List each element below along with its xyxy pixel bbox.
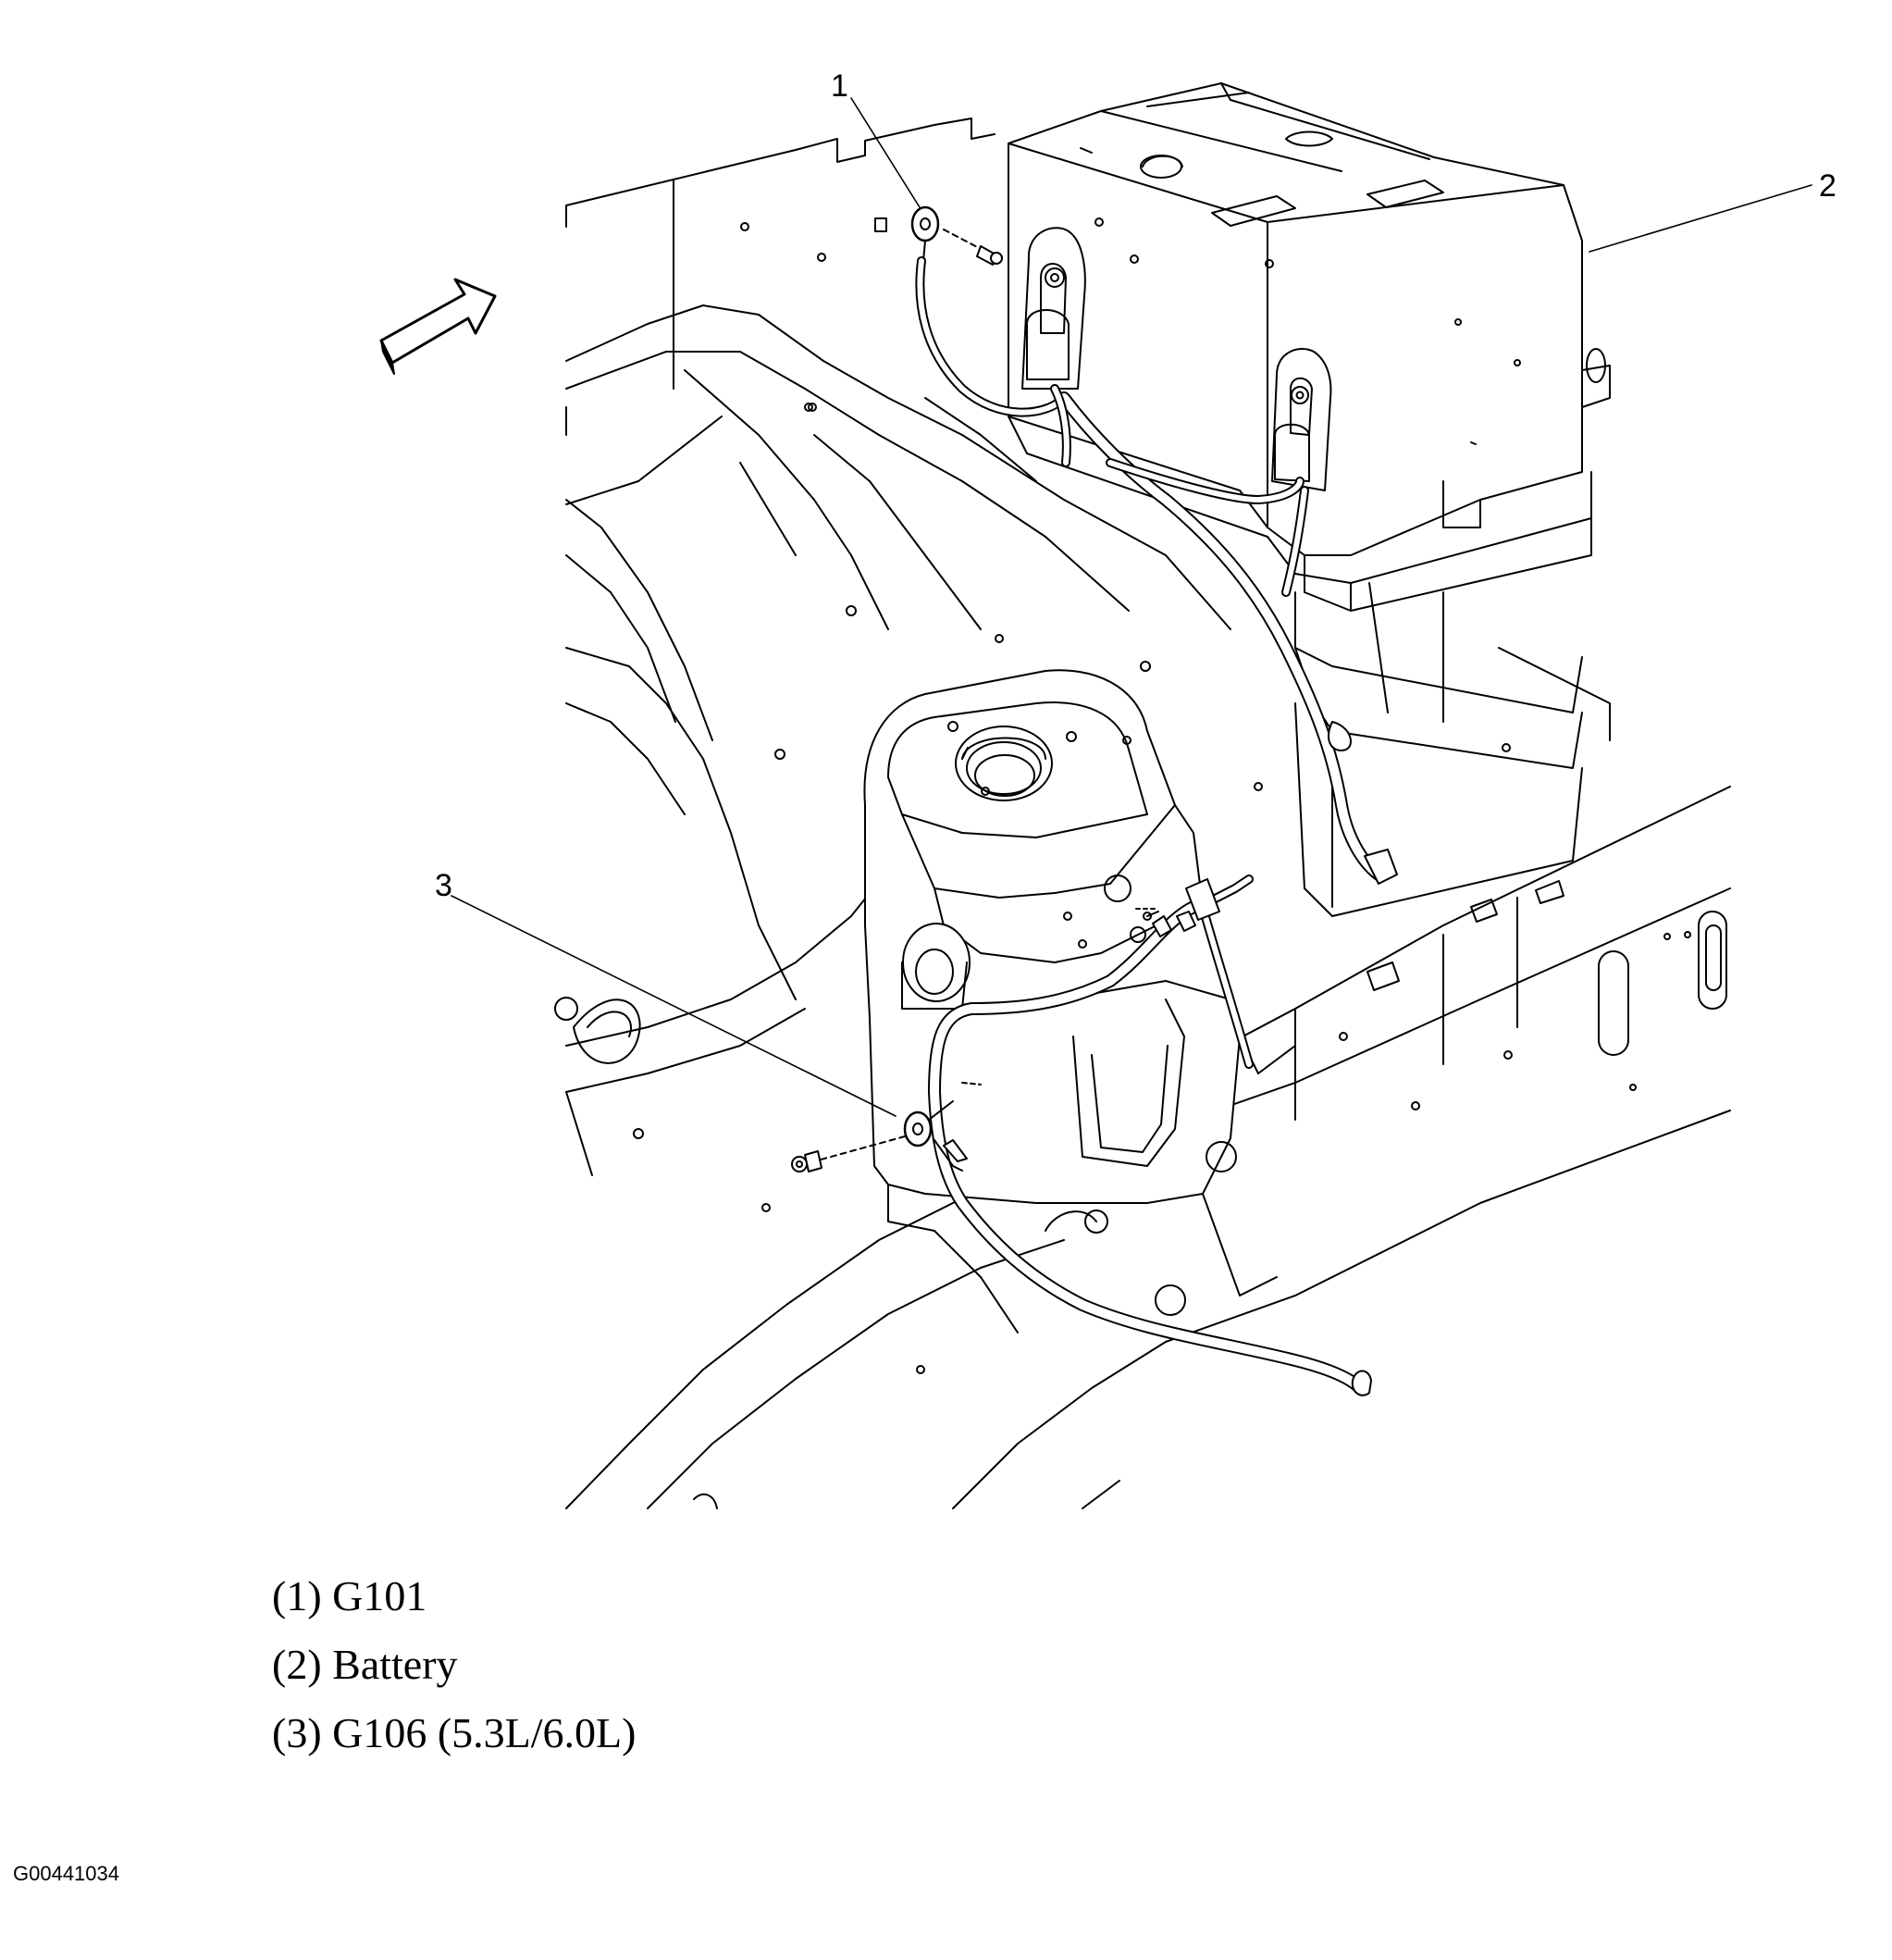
callout-3: 3 (435, 868, 452, 903)
battery-tray (1254, 582, 1611, 917)
wiring-harness-lower (928, 875, 1372, 1396)
leader-line-3 (451, 895, 897, 1117)
callout-numbers: 1 2 3 (435, 68, 1836, 903)
callout-2: 2 (1819, 168, 1836, 204)
leader-line-2 (1589, 184, 1812, 253)
strut-tower (863, 669, 1296, 1334)
g101-ground-point (910, 205, 1003, 266)
component-legend: (1) G101 (2) Battery (3) G106 (5.3L/6.0L… (272, 1562, 636, 1768)
fender-structure (554, 304, 1231, 1212)
wiring-harness-upper (915, 256, 1398, 885)
legend-text: Battery (332, 1641, 458, 1688)
leader-line-1 (850, 97, 921, 208)
callout-leader-lines (451, 97, 1812, 1117)
legend-text: G106 (5.3L/6.0L) (332, 1709, 637, 1756)
legend-text: G101 (332, 1572, 427, 1619)
engine-compartment-ground-diagram: 1 2 3 (379, 68, 1836, 1509)
figure-id: G00441034 (13, 1862, 119, 1885)
legend-number: (1) (272, 1572, 322, 1619)
battery-box (1008, 82, 1611, 612)
direction-arrow-icon (379, 278, 497, 375)
g106-ground-point (791, 1082, 982, 1172)
firewall-panel (565, 118, 995, 505)
legend-item-g106: (3) G106 (5.3L/6.0L) (272, 1699, 636, 1768)
battery-terminal-covers (1021, 227, 1332, 491)
legend-item-battery: (2) Battery (272, 1631, 636, 1699)
callout-1: 1 (831, 68, 848, 104)
legend-number: (2) (272, 1641, 322, 1688)
legend-number: (3) (272, 1709, 322, 1756)
legend-item-g101: (1) G101 (272, 1562, 636, 1631)
